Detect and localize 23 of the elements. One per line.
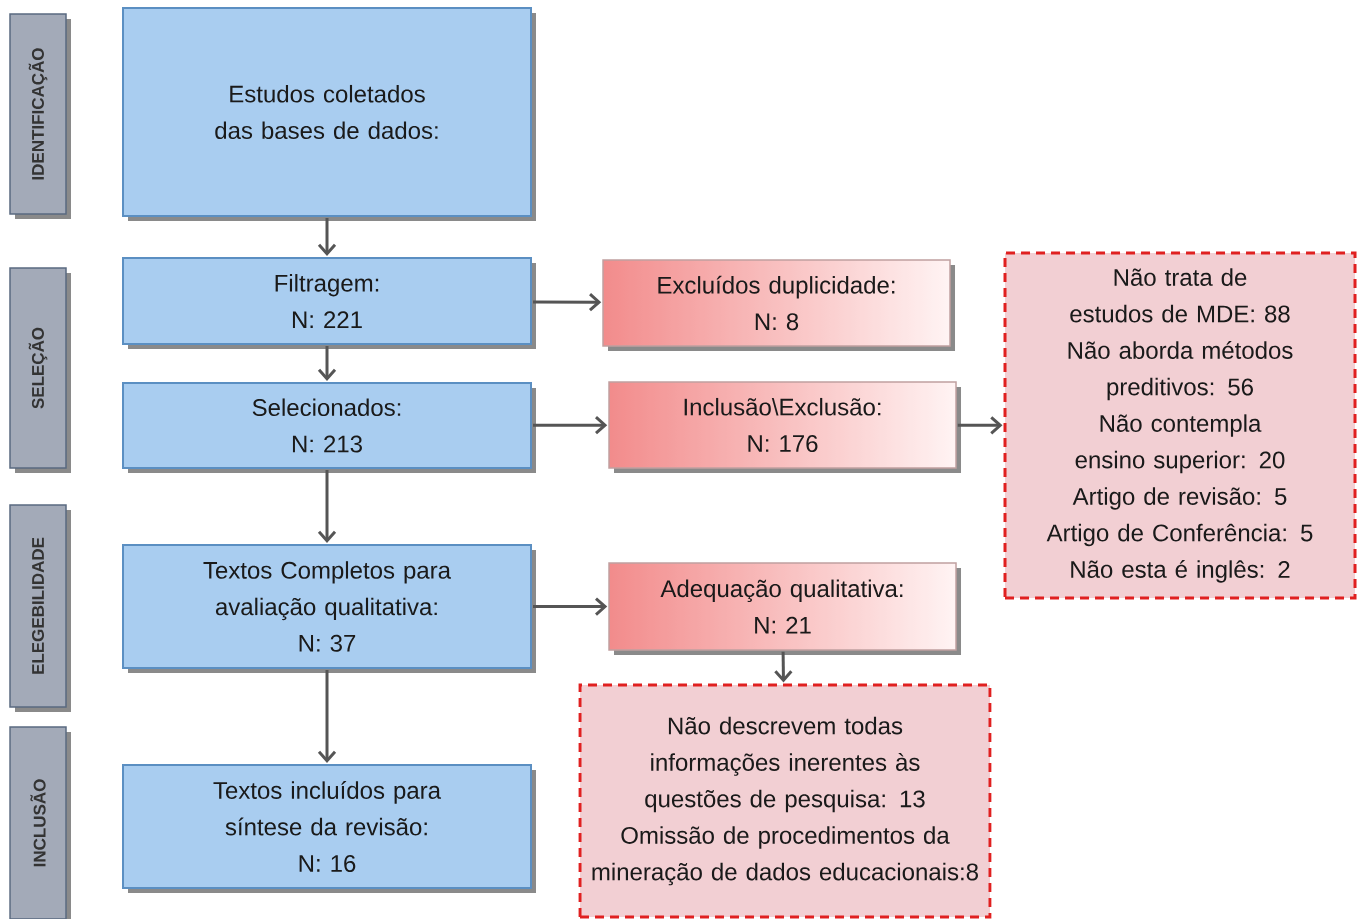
phase-label: IDENTIFICAÇÃO (9, 13, 71, 219)
arrow (317, 670, 337, 763)
process-box: Textos Completos para avaliação qualitativa: N: 37 (122, 544, 536, 673)
process-box: Estudos coletados das bases de dados: (122, 7, 536, 221)
exclusion-box: Excluídos duplicidade: N: 8 (602, 259, 955, 351)
phase-label: INCLUSÃO (9, 726, 71, 919)
arrow (533, 293, 602, 312)
arrow (317, 470, 337, 543)
exclusion-box: Adequação qualitativa: N: 21 (608, 562, 961, 655)
reason-box: Não trata de estudos de MDE: 88 Não aborda métodos preditivos: 56 Não contempla ensino superior: 20 Artigo de revisão: 5 Artigo de Conferência: 5 Não esta é inglês: 2 (1003, 251, 1357, 600)
arrow (317, 346, 337, 381)
process-box: Textos incluídos para síntese da revisão: N: 16 (122, 764, 536, 893)
arrow (957, 416, 1003, 435)
arrow (533, 597, 608, 616)
arrow (774, 651, 793, 683)
phase-label: SELEÇÃO (9, 267, 71, 473)
arrow (317, 218, 337, 256)
phase-label: ELEGEBILIDADE (9, 504, 71, 712)
exclusion-box: Inclusão\Exclusão: N: 176 (608, 381, 961, 473)
process-box: Filtragem: N: 221 (122, 257, 536, 349)
process-box: Selecionados: N: 213 (122, 382, 536, 473)
arrow (533, 416, 608, 435)
reason-box: Não descrevem todas informações inerentes às questões de pesquisa: 13 Omissão de procedimentos da mineração de dados educacionais:8 (578, 683, 992, 919)
